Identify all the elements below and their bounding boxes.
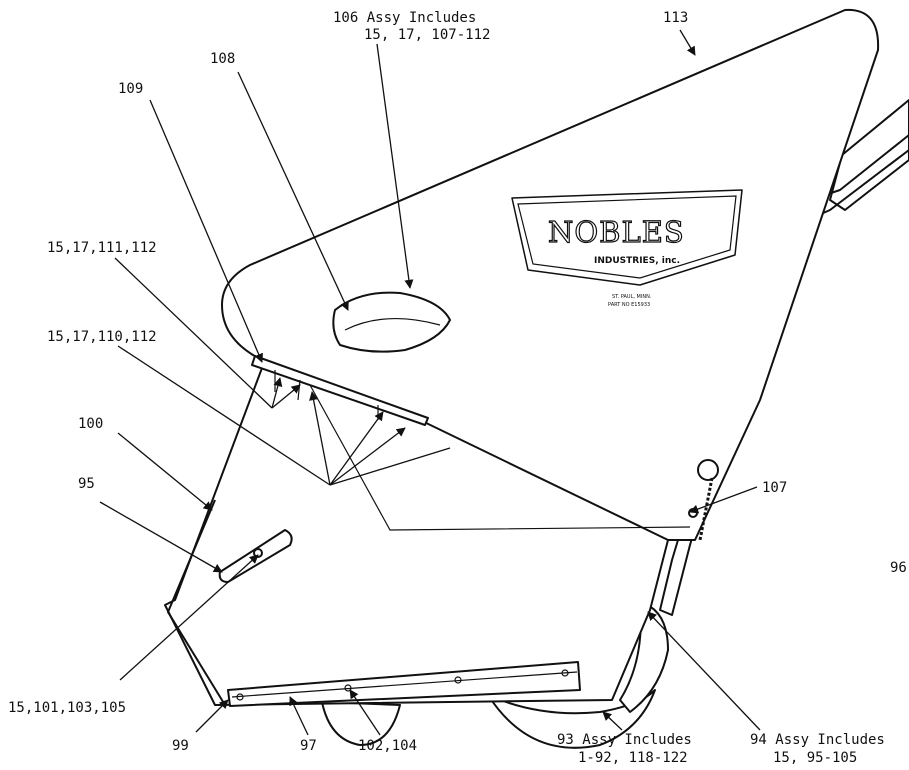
leader-lines [99, 29, 761, 736]
label-107: 107 [762, 480, 787, 496]
label-93-line2: 1-92, 118-122 [578, 750, 688, 766]
logo-sub: INDUSTRIES, inc. [594, 256, 680, 266]
label-96-partial: 96 [890, 560, 907, 576]
label-106-line2: 15, 17, 107-112 [364, 27, 490, 43]
logo-city: ST. PAUL, MINN. [612, 294, 652, 300]
label-108: 108 [210, 51, 235, 67]
label-109: 109 [118, 81, 143, 97]
label-113: 113 [663, 10, 688, 26]
dump-lever [309, 384, 691, 531]
callout-labels: 106 Assy Includes 15, 17, 107-112 113 10… [8, 10, 907, 766]
logo-name: NOBLES [548, 215, 685, 249]
label-95: 95 [78, 476, 95, 492]
logo-part-no: PART NO E15933 [608, 302, 650, 308]
side-panel [166, 499, 226, 706]
wheel-rear [321, 701, 401, 746]
label-100: 100 [78, 416, 103, 432]
label-94-line2: 15, 95-105 [773, 750, 857, 766]
label-99: 99 [172, 738, 189, 754]
skirt-rail [227, 661, 581, 707]
label-15-101-103-105: 15,101,103,105 [8, 700, 126, 716]
label-94-line1: 94 Assy Includes [750, 732, 885, 748]
label-102-104: 102,104 [358, 738, 417, 754]
label-15-17-110-112: 15,17,110,112 [47, 329, 157, 345]
label-15-17-111-112: 15,17,111,112 [47, 240, 157, 256]
label-106-line1: 106 Assy Includes [333, 10, 476, 26]
wheel-front [487, 601, 669, 749]
label-97: 97 [300, 738, 317, 754]
label-93-line1: 93 Assy Includes [557, 732, 692, 748]
nobles-logo-plate: NOBLES INDUSTRIES, inc. ST. PAUL, MINN. … [511, 189, 743, 308]
hopper-cutaway [332, 291, 451, 353]
